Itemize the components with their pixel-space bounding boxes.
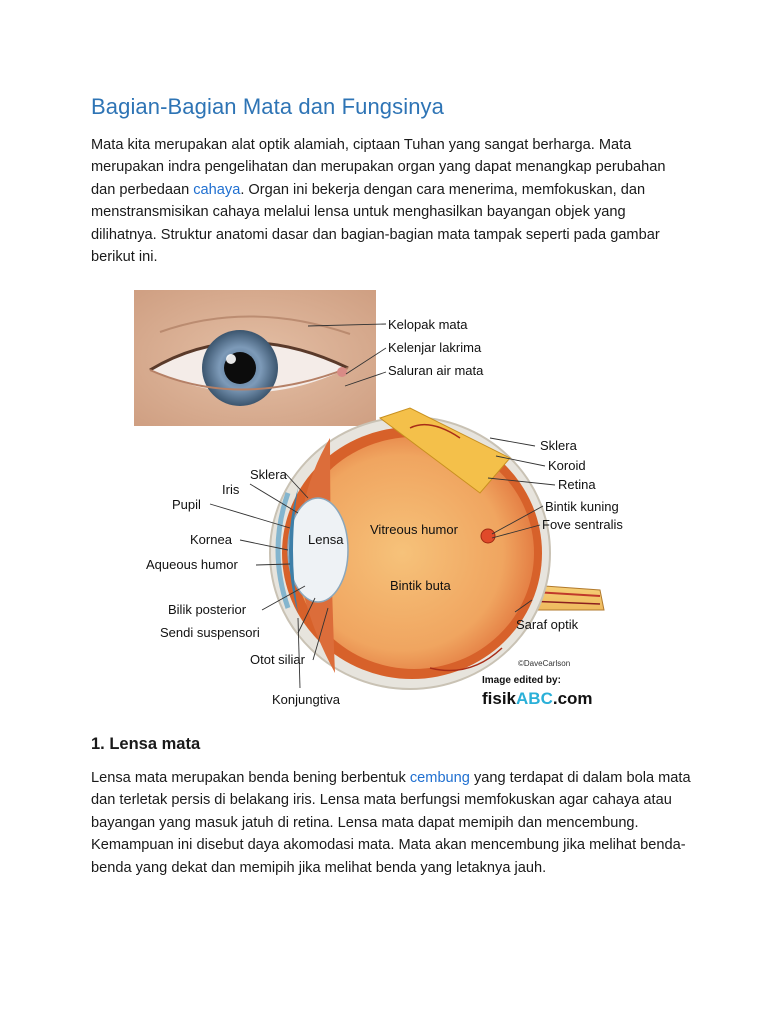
label-bintik-buta: Bintik buta <box>390 578 451 593</box>
eye-photo <box>134 290 376 426</box>
label-saraf-optik: Saraf optik <box>516 617 579 632</box>
watermark-part-2: ABC <box>516 689 553 708</box>
watermark-part-1: fisik <box>482 689 517 708</box>
label-saluran-air-mata: Saluran air mata <box>388 363 484 378</box>
label-otot-siliar: Otot siliar <box>250 652 306 667</box>
image-credit: ©DaveCarlson Image edited by: fisikABC.c… <box>482 659 593 708</box>
label-koroid: Koroid <box>548 458 586 473</box>
label-iris: Iris <box>222 482 240 497</box>
label-fove-sentralis: Fove sentralis <box>542 517 623 532</box>
lensa-text-start: Lensa mata merupakan benda bening berben… <box>91 770 410 786</box>
intro-paragraph: Mata kita merupakan alat optik alamiah, … <box>91 134 691 268</box>
lensa-text-end: yang terdapat di dalam bola mata dan ter… <box>91 770 691 876</box>
watermark-part-3: .com <box>553 689 593 708</box>
label-kornea: Kornea <box>190 532 233 547</box>
diagram-labels: Kelopak mata Kelenjar lakrima Saluran ai… <box>146 317 623 707</box>
edited-by-text: Image edited by: <box>482 675 561 686</box>
intro-text-start: Mata kita merupakan alat optik alamiah, … <box>91 137 666 198</box>
label-vitreous-humor: Vitreous humor <box>370 522 459 537</box>
label-bintik-kuning: Bintik kuning <box>545 499 619 514</box>
label-kelenjar-lakrima: Kelenjar lakrima <box>388 340 482 355</box>
page-title: Bagian-Bagian Mata dan Fungsinya <box>91 94 444 119</box>
credit-text: ©DaveCarlson <box>518 659 570 668</box>
label-lensa: Lensa <box>308 532 344 547</box>
label-aqueous-humor: Aqueous humor <box>146 557 238 572</box>
label-sklera-left: Sklera <box>250 467 288 482</box>
lensa-mata-paragraph: Lensa mata merupakan benda bening berben… <box>91 767 691 879</box>
label-retina: Retina <box>558 477 596 492</box>
link-cahaya[interactable]: cahaya <box>193 181 241 198</box>
watermark-logo: fisikABC.com <box>482 689 593 708</box>
intro-text-end: . Organ ini bekerja dengan cara menerima… <box>91 181 660 266</box>
link-cembung[interactable]: cembung <box>409 770 470 786</box>
eye-diagram: Kelopak mata Kelenjar lakrima Saluran ai… <box>134 290 623 708</box>
label-pupil: Pupil <box>172 497 201 512</box>
label-kelopak-mata: Kelopak mata <box>388 317 468 332</box>
label-sendi-suspensori: Sendi suspensori <box>160 625 260 640</box>
eye-cross-section <box>269 407 605 690</box>
leader-lines <box>209 323 556 689</box>
eye-anatomy-figure: Kelopak mata Kelenjar lakrima Saluran ai… <box>130 288 650 720</box>
label-konjungtiva: Konjungtiva <box>272 692 341 707</box>
label-sklera-right: Sklera <box>540 438 578 453</box>
section-heading-lensa-mata: 1. Lensa mata <box>91 735 201 753</box>
label-bilik-posterior: Bilik posterior <box>168 602 247 617</box>
